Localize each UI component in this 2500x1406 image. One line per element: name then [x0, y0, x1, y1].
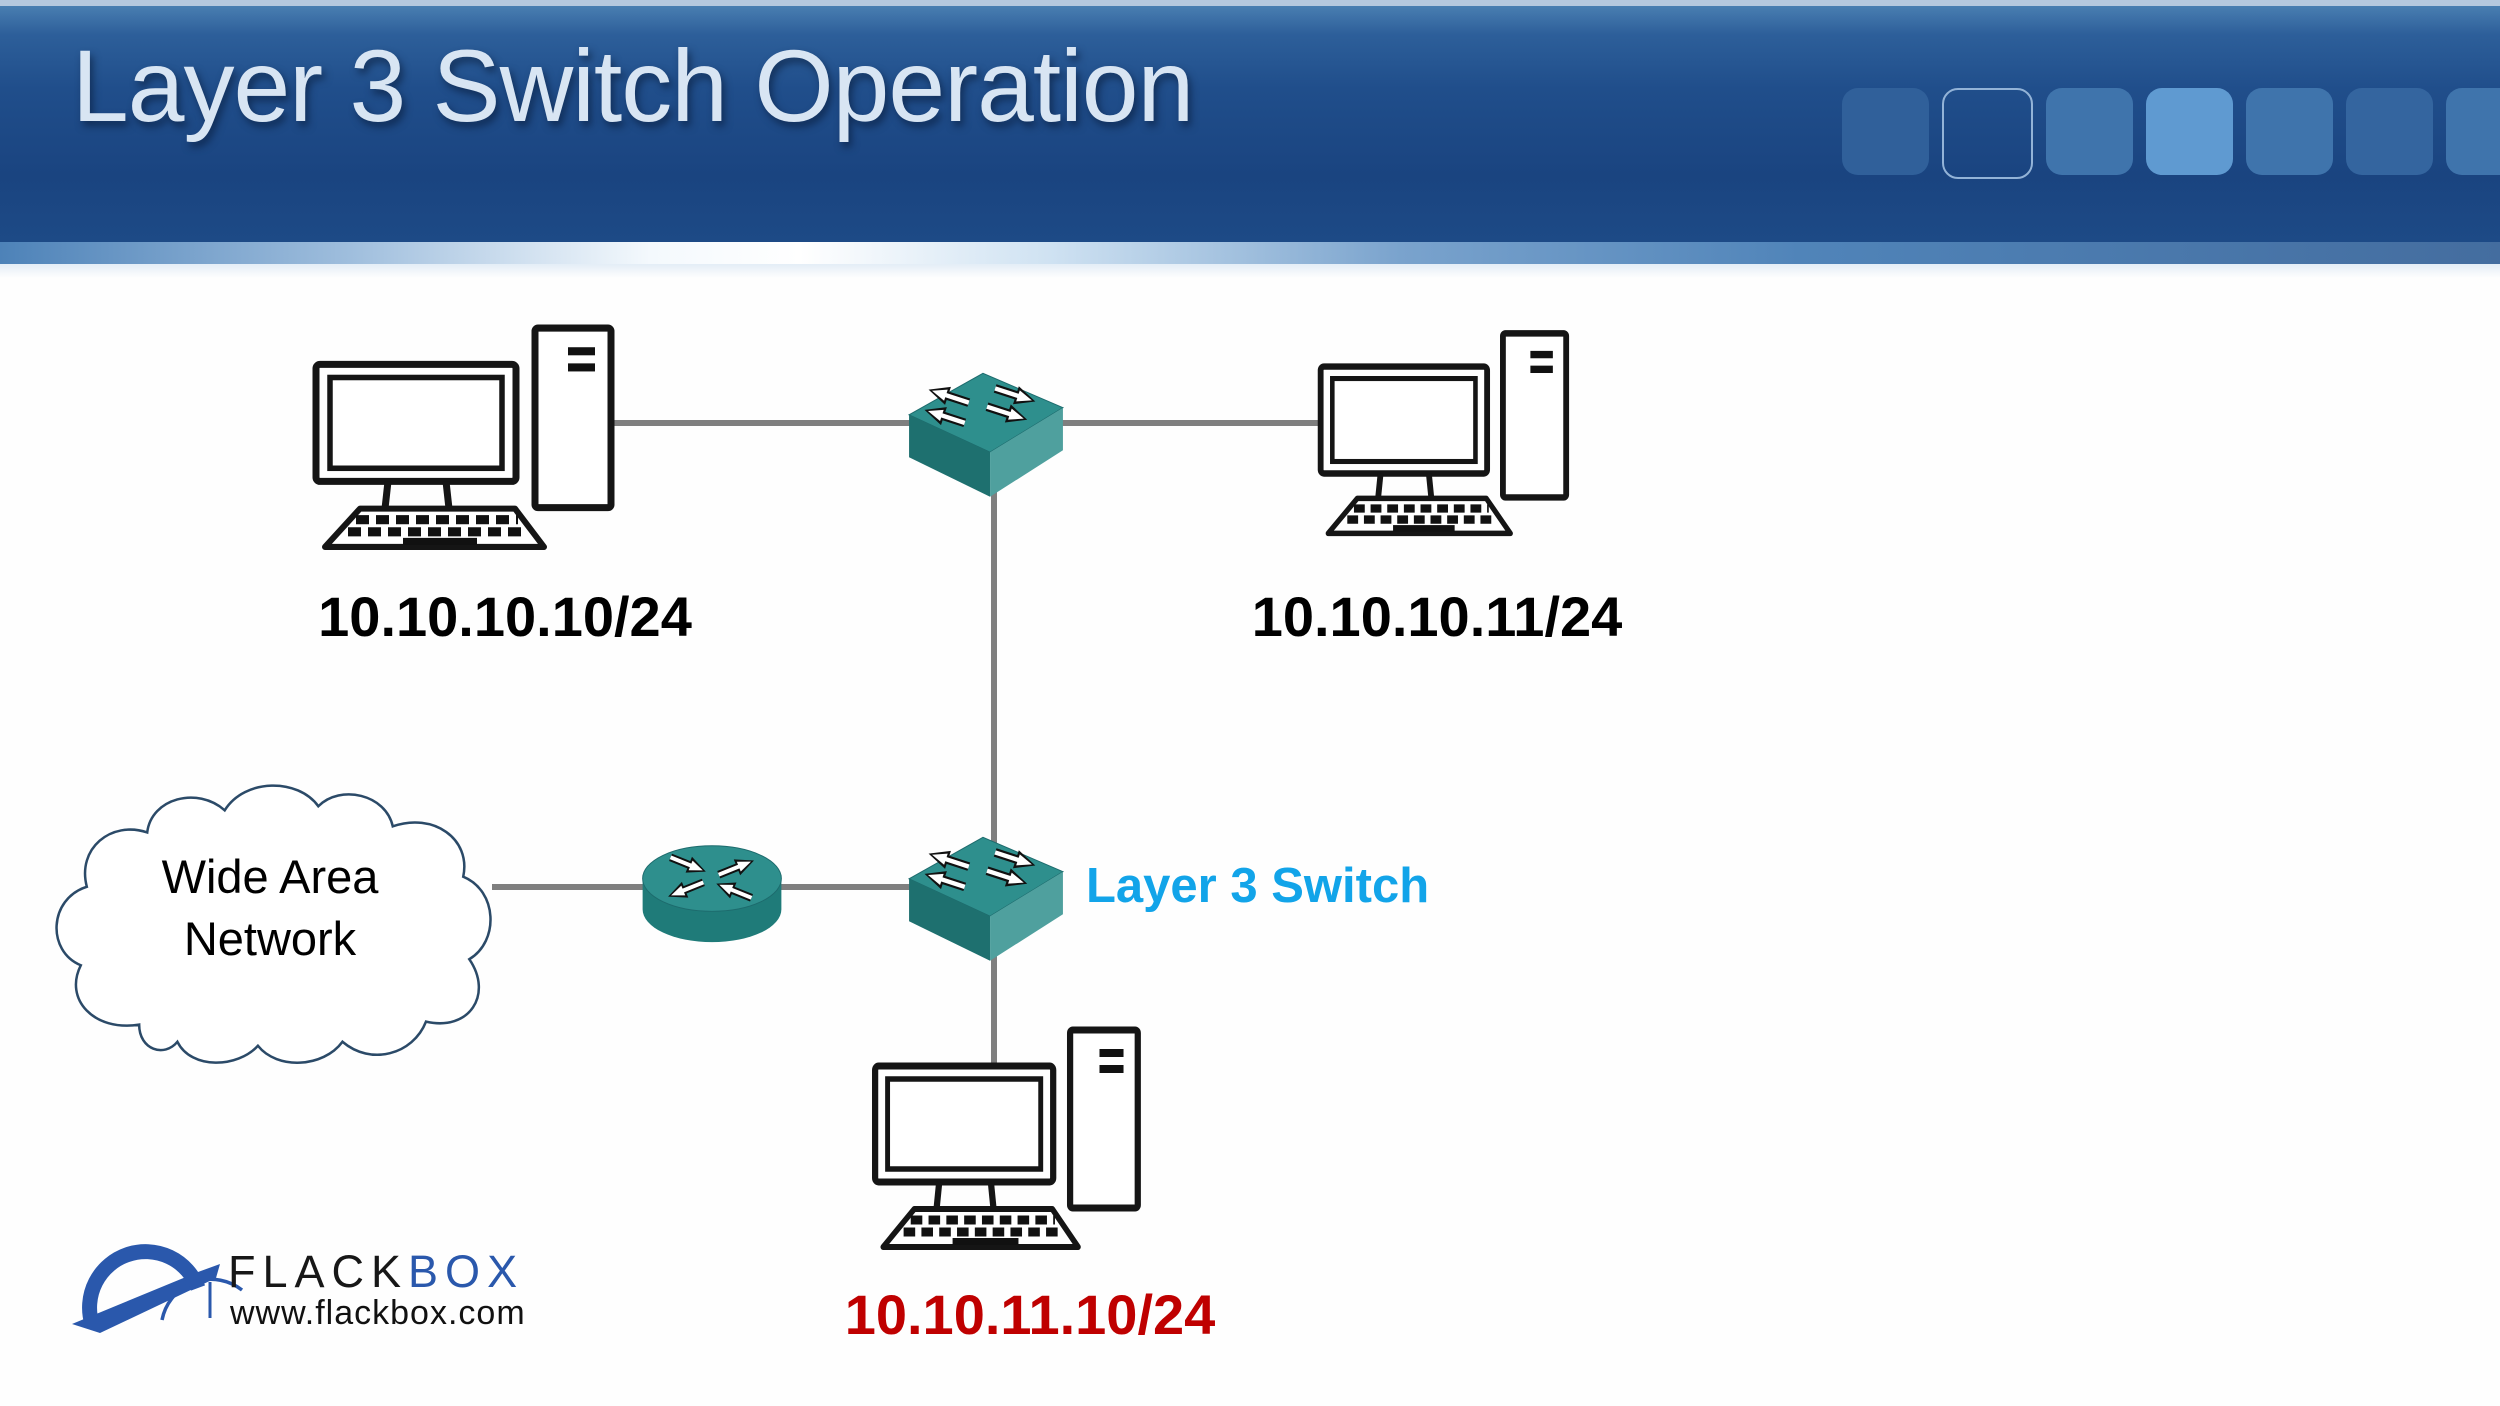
- pc-icon: [868, 1022, 1144, 1252]
- header-band-fade: [0, 264, 2500, 278]
- page-title: Layer 3 Switch Operation: [72, 29, 1194, 143]
- pc-icon: [1314, 326, 1572, 538]
- router-icon: [636, 840, 788, 946]
- decor-box: [2346, 88, 2433, 175]
- link-pc1-to-switch: [614, 420, 914, 426]
- decor-box: [2146, 88, 2233, 175]
- header-top-strip: [0, 0, 2500, 6]
- brand-name-primary: FLACK: [228, 1246, 409, 1297]
- layer3-switch-label: Layer 3 Switch: [1086, 859, 1430, 913]
- layer3-switch-icon: [904, 830, 1068, 964]
- wan-cloud-icon: [55, 784, 492, 1064]
- decor-boxes: [1842, 88, 2500, 179]
- decor-box: [2046, 88, 2133, 175]
- wan-cloud-label-line2: Network: [183, 912, 357, 965]
- brand-name-secondary: BOX: [408, 1246, 525, 1297]
- pc-icon: [308, 320, 618, 552]
- link-l3switch-to-pc3: [991, 944, 997, 1064]
- ip-label-pc2: 10.10.10.11/24: [1251, 585, 1623, 648]
- decor-box: [2246, 88, 2333, 175]
- wan-cloud-label: Wide Area Network: [70, 846, 470, 970]
- flackbox-logo-icon: [72, 1244, 244, 1333]
- decor-box: [1942, 88, 2033, 179]
- link-switch-to-l3switch: [991, 470, 997, 848]
- brand-name: FLACKBOX: [228, 1246, 524, 1298]
- ip-label-pc3: 10.10.11.10/24: [844, 1283, 1216, 1346]
- brand-website: www.flackbox.com: [230, 1294, 526, 1332]
- decor-box: [1842, 88, 1929, 175]
- switch-icon: [904, 366, 1068, 500]
- header-gradient-band: [0, 242, 2500, 264]
- wan-cloud-label-line1: Wide Area: [161, 850, 379, 903]
- ip-label-pc1: 10.10.10.10/24: [318, 585, 692, 648]
- decor-box: [2446, 88, 2500, 175]
- link-switch-to-pc2: [1060, 420, 1322, 426]
